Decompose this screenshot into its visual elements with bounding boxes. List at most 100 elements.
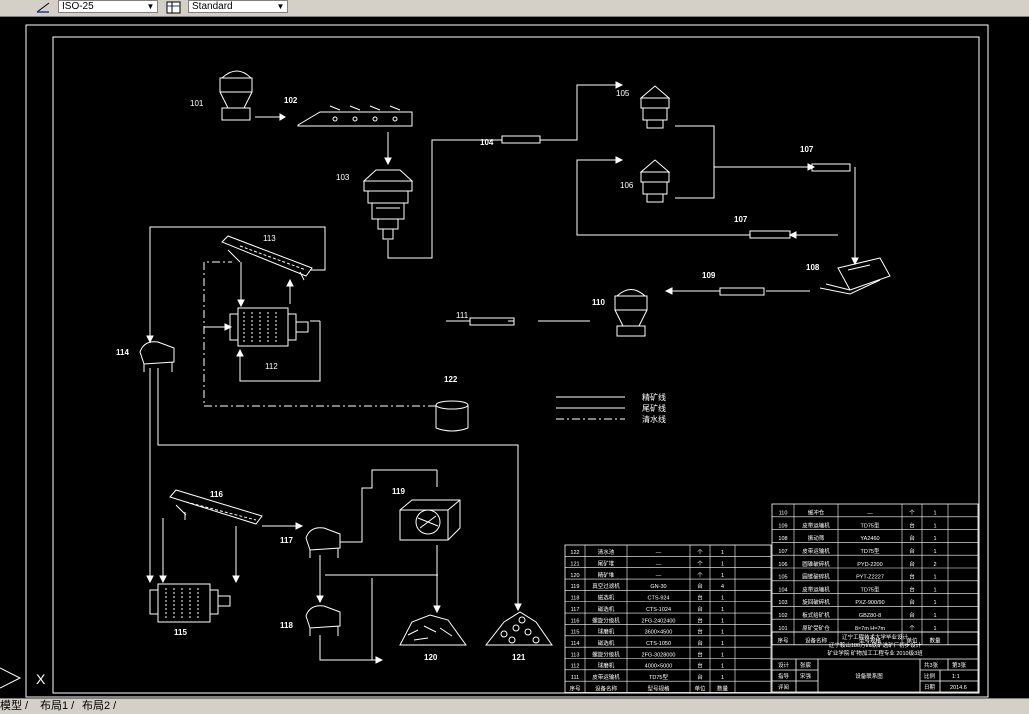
magnetic-separator-118-icon <box>305 605 341 636</box>
table-cell: 1 <box>933 626 936 632</box>
table-cell: 台 <box>909 534 915 542</box>
table-cell: 2FG-3028000 <box>642 652 676 658</box>
table-cell: 1 <box>721 641 724 647</box>
tab-layout1[interactable]: 布局1 / <box>40 700 75 712</box>
table-cell: CTS-1024 <box>646 607 671 613</box>
table-cell: 115 <box>571 630 580 636</box>
table-cell: 101 <box>778 626 787 632</box>
table-cell: — <box>867 511 873 517</box>
table-cell: PYT-Z2227 <box>856 575 884 581</box>
tb-date-label: 日期 <box>924 684 936 691</box>
table-cell: 1 <box>933 523 936 529</box>
label-101: 101 <box>190 99 204 108</box>
table-cell: 个 <box>697 549 703 556</box>
label-117: 117 <box>280 536 293 545</box>
table-cell: 球磨机 <box>598 662 615 670</box>
table-cell: 台 <box>697 639 703 647</box>
table-cell: 1 <box>933 549 936 555</box>
table-cell: 螺旋分级机 <box>592 650 620 658</box>
label-107b: 107 <box>734 215 748 224</box>
belt-107a-icon <box>811 163 851 172</box>
table-cell: 113 <box>571 652 580 658</box>
chevron-down-icon[interactable]: ▼ <box>146 2 155 11</box>
table-cell: 台 <box>697 662 703 670</box>
table-cell: 序号 <box>777 637 789 645</box>
table-cell: 1 <box>933 511 936 517</box>
table-cell: 缓冲仓 <box>808 509 825 517</box>
tb-scale-value: 1:1 <box>952 674 960 680</box>
label-107a: 107 <box>800 145 814 154</box>
table-cell: 真空过滤机 <box>592 582 620 590</box>
table-cell: 1 <box>721 550 724 556</box>
label-118: 118 <box>280 621 293 630</box>
tb-r1c1: 设计 <box>778 661 790 669</box>
gyratory-crusher-103-icon <box>362 169 414 240</box>
table-cell: 型号规格 <box>859 637 882 645</box>
table-cell: 1 <box>721 675 724 681</box>
cone-crusher-106-icon <box>639 159 671 203</box>
water-tank-122-icon <box>435 400 469 432</box>
table-cell: 个 <box>697 572 703 579</box>
table-cell: 1 <box>721 562 724 568</box>
table-cell: 1 <box>721 596 724 602</box>
table-cell: 119 <box>571 584 580 590</box>
cone-crusher-105-icon <box>639 85 671 129</box>
table-cell: 台 <box>909 585 915 593</box>
table-cell: 皮带运输机 <box>592 673 620 681</box>
legend-lines <box>556 396 625 420</box>
table-cell: 数量 <box>929 637 941 645</box>
table-cell: 尾矿堆 <box>598 560 615 568</box>
table-cell: 清水池 <box>598 548 615 556</box>
table-cell: 4000×5000 <box>645 664 673 670</box>
table-cell: 螺旋分级机 <box>592 616 620 624</box>
table-cell: — <box>656 573 662 579</box>
belt-109-icon <box>719 287 765 296</box>
tab-layout2-label: 布局2 <box>82 700 111 712</box>
tb-sheet: 共3张 <box>924 661 939 669</box>
table-cell: 114 <box>571 641 580 647</box>
table-cell: 球磨机 <box>598 628 615 636</box>
dimension-style-dropdown[interactable]: ISO-25 ▼ <box>58 0 158 13</box>
outer-frame <box>25 24 989 698</box>
tailings-pile-121-icon <box>484 611 553 646</box>
spiral-classifier-113-icon <box>221 235 313 281</box>
inner-frame <box>52 36 980 694</box>
tb-date-value: 2014.6 <box>950 685 967 691</box>
table-cell: 板式给矿机 <box>802 611 830 619</box>
label-119: 119 <box>392 487 405 496</box>
water-lines <box>203 261 436 407</box>
table-cell: 3600×4500 <box>645 630 673 636</box>
tb-sheet-no: 第3张 <box>952 661 967 669</box>
table-cell: 个 <box>909 510 915 517</box>
table-cell: 1 <box>721 652 724 658</box>
label-122: 122 <box>444 375 458 384</box>
table-cell: 1 <box>721 630 724 636</box>
table-cell: 个 <box>697 561 703 568</box>
table-cell: 1 <box>933 536 936 542</box>
chevron-down-icon[interactable]: ▼ <box>276 2 285 11</box>
table-cell: GN-30 <box>650 584 666 590</box>
table-cell: 磁选机 <box>598 594 615 602</box>
label-104: 104 <box>480 138 494 147</box>
table-cell: 皮带运输机 <box>802 547 830 555</box>
table-cell: PXZ-900/90 <box>855 600 884 606</box>
table-cell: 104 <box>778 587 787 593</box>
table-style-dropdown[interactable]: Standard ▼ <box>188 0 288 13</box>
table-cell: 台 <box>697 582 703 590</box>
tab-layout2[interactable]: 布局2 / <box>82 700 117 712</box>
table-cell: 台 <box>697 616 703 624</box>
table-cell: 台 <box>909 521 915 529</box>
table-cell: 122 <box>570 550 579 556</box>
drawing-canvas[interactable]: 101 102 103 104 105 106 107 107 108 109 … <box>0 17 1029 698</box>
label-108: 108 <box>806 263 820 272</box>
tab-model[interactable]: 模型 / <box>0 700 29 712</box>
title-line3: 矿业学院 矿物加工工程专业 2010级3班 <box>827 649 923 657</box>
table-cell: 精矿堆 <box>598 571 615 579</box>
tab-layout1-label: 布局1 <box>40 700 69 712</box>
tb-r3c1: 评阅 <box>778 683 789 691</box>
table-cell: 118 <box>571 596 580 602</box>
table-cell: 1 <box>933 587 936 593</box>
table-cell: CTS-1050 <box>646 641 671 647</box>
table-cell: 台 <box>909 598 915 606</box>
